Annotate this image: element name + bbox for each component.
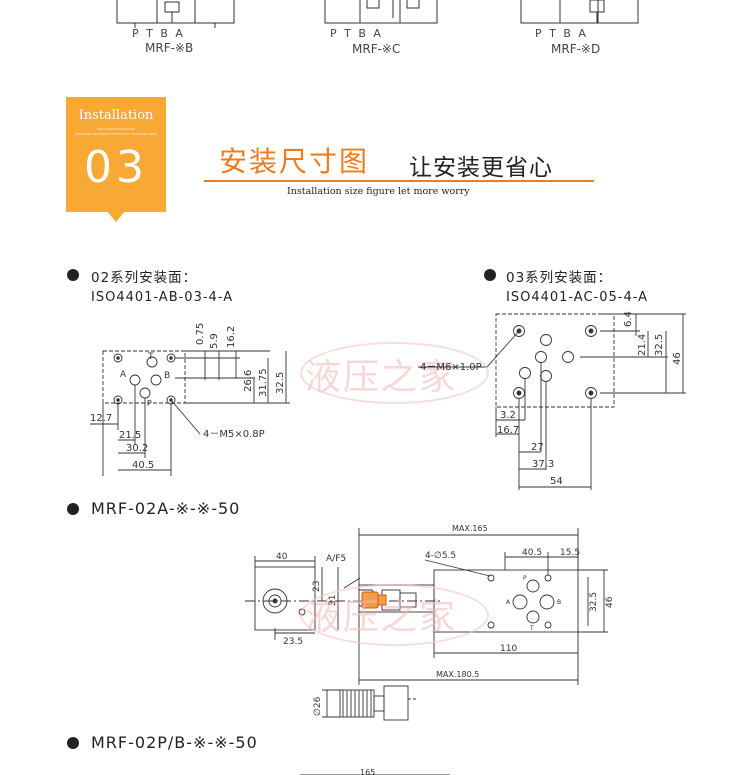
mount02-port-t: T [147,352,154,362]
badge-fine-line-1: XXXX XXXXXXXXXXXXXX [97,127,135,131]
mount02-drawing [90,350,290,476]
mrf02a-port-p: P [523,575,527,582]
ports-label-d: P T B A [535,27,588,40]
valve-symbol-mrf-b [116,0,235,28]
mount02-standard: ISO4401-AB-03-4-A [91,290,234,305]
mount03-dim-214: 21.4 [637,334,648,356]
mrf02a-dim-40: 40 [276,552,288,562]
valve-symbol-mrf-d [520,0,639,24]
heading-sub: 让安装更省心 [409,155,553,181]
mrf02a-dim-31: 31 [328,595,338,606]
mount03-hole-note: 4－M6×1.0P [420,362,482,373]
badge-fine-line-2: XXXXXXXX XXXXXXXX XXXXXXXXXX XXXXXXXX XX… [75,132,157,136]
mrf02a-dim-26: ∅26 [313,696,323,716]
mount03-dim-27: 27 [531,442,544,453]
mrf02a-dim-235: 23.5 [283,637,303,647]
mrf02pb-title: MRF-02P/B-※-※-50 [91,733,258,752]
mount03-title: 03系列安装面： [506,270,613,286]
mount02-hole-note: 4－M5×0.8P [203,429,265,440]
mount02-port-a: A [120,370,127,380]
mount02-dim-405: 40.5 [132,460,154,471]
bullet-dot [67,737,79,749]
mount03-dim-46: 46 [672,352,683,365]
mrf02a-dim-155: 15.5 [560,548,580,558]
mrf02a-max-bottom: MAX.180.5 [436,670,479,679]
model-label-c: MRF-※C [352,42,401,56]
mount02-port-b: B [164,371,170,381]
bullet-dot [484,269,496,281]
mount03-dim-54: 54 [550,476,563,487]
mount03-drawing [418,313,686,490]
model-label-b: MRF-※B [145,41,194,55]
mrf02a-title: MRF-02A-※-※-50 [91,499,241,518]
mount02-dim-215: 21.5 [119,430,141,441]
heading-main: 安装尺寸图 [219,145,370,178]
mount03-dim-167: 16.7 [497,425,519,436]
mrf02a-port-t: T [529,625,534,632]
mrf02a-dim-325: 32.5 [589,592,599,612]
mount02-dim-3175: 31.75 [258,368,269,397]
heading-caption: Installation size figure let more worry [287,186,470,197]
watermark-oval-bottom [300,584,489,646]
mrf02a-dim-23: 23 [312,581,322,592]
mrf02a-dim-46: 46 [605,596,615,608]
mount03-dim-64: 6.4 [623,311,634,327]
mount02-dim-325: 32.5 [275,372,286,394]
bullet-dot [67,269,79,281]
mount02-dim-075: 0.75 [195,323,206,345]
mount02-dim-59: 5.9 [209,333,220,349]
mount02-dim-266: 26.6 [243,370,254,392]
mrf02a-port-b: B [557,599,561,606]
mount02-dim-127: 12.7 [90,413,112,424]
mount02-dim-302: 30.2 [126,443,148,454]
mrf02a-dim-110: 110 [500,644,517,654]
mrf02a-max-top: MAX.165 [452,524,488,533]
mrf02a-dim-405: 40.5 [522,548,542,558]
mount02-dim-162: 16.2 [226,326,237,348]
watermark-oval-top [300,342,489,404]
mrf02a-holes: 4-∅5.5 [425,551,456,561]
mrf02a-af: A/F5 [326,554,346,564]
mount02-port-p: P [147,399,152,408]
mrf02pb-partial-dim: 165 [360,768,375,775]
ports-label-c: P T B A [330,27,383,40]
model-label-d: MRF-※D [551,42,601,56]
bullet-dot [67,503,79,515]
mount03-standard: ISO4401-AC-05-4-A [506,290,649,305]
mrf02a-port-a: A [506,599,511,606]
badge-title: Installation [78,108,154,123]
valve-symbol-mrf-c [324,0,438,24]
mount03-dim-373: 37.3 [532,459,554,470]
mount02-title: 02系列安装面： [91,270,198,286]
ports-label-b: P T B A [132,27,185,40]
section-badge-tip [107,211,125,222]
heading-underline [204,180,594,182]
mount03-dim-32: 3.2 [500,410,516,421]
badge-number: 03 [84,142,148,193]
mount03-dim-325: 32.5 [654,334,665,356]
section-badge [66,97,166,212]
